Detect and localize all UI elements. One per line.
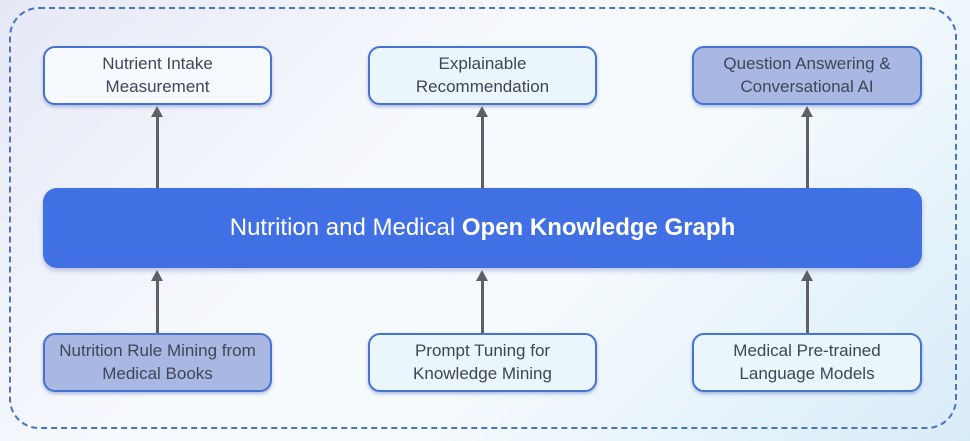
bar-title-regular: Nutrition and Medical — [229, 214, 462, 241]
box-label: Nutrition Rule Mining from Medical Books — [59, 341, 256, 383]
box-label: Prompt Tuning for Knowledge Mining — [413, 341, 552, 383]
arrow-line — [155, 117, 159, 188]
arrow-up-to-explainable-recommendation — [476, 106, 488, 188]
arrow-line — [480, 281, 484, 333]
box-question-answering-conversational-ai: Question Answering & Conversational AI — [692, 46, 922, 105]
arrow-line — [805, 281, 809, 333]
arrow-line — [155, 281, 159, 333]
center-bar-open-knowledge-graph: Nutrition and Medical Open Knowledge Gra… — [43, 188, 922, 268]
arrow-up-from-nutrition-rule-mining — [151, 270, 163, 333]
box-label: Explainable Recommendation — [415, 54, 550, 96]
box-explainable-recommendation: Explainable Recommendation — [368, 46, 597, 105]
box-label: Question Answering & Conversational AI — [723, 54, 891, 96]
arrowhead-icon — [476, 106, 488, 117]
arrow-up-from-prompt-tuning — [476, 270, 488, 333]
arrow-up-from-medical-pretrained — [801, 270, 813, 333]
arrowhead-icon — [151, 106, 163, 117]
arrow-up-to-nutrient-intake — [151, 106, 163, 188]
bar-title-bold: Open Knowledge Graph — [461, 214, 736, 241]
box-nutrient-intake-measurement: Nutrient Intake Measurement — [43, 46, 272, 105]
arrowhead-icon — [151, 270, 163, 281]
arrow-line — [480, 117, 484, 188]
arrowhead-icon — [801, 270, 813, 281]
box-medical-pretrained-language-models: Medical Pre-trained Language Models — [692, 333, 922, 392]
arrowhead-icon — [801, 106, 813, 117]
arrow-up-to-question-answering — [801, 106, 813, 188]
box-label: Nutrient Intake Measurement — [102, 54, 213, 96]
box-nutrition-rule-mining: Nutrition Rule Mining from Medical Books — [43, 333, 272, 392]
box-label: Medical Pre-trained Language Models — [733, 341, 881, 383]
dashed-frame — [9, 7, 957, 429]
box-prompt-tuning: Prompt Tuning for Knowledge Mining — [368, 333, 597, 392]
arrowhead-icon — [476, 270, 488, 281]
arrow-line — [805, 117, 809, 188]
